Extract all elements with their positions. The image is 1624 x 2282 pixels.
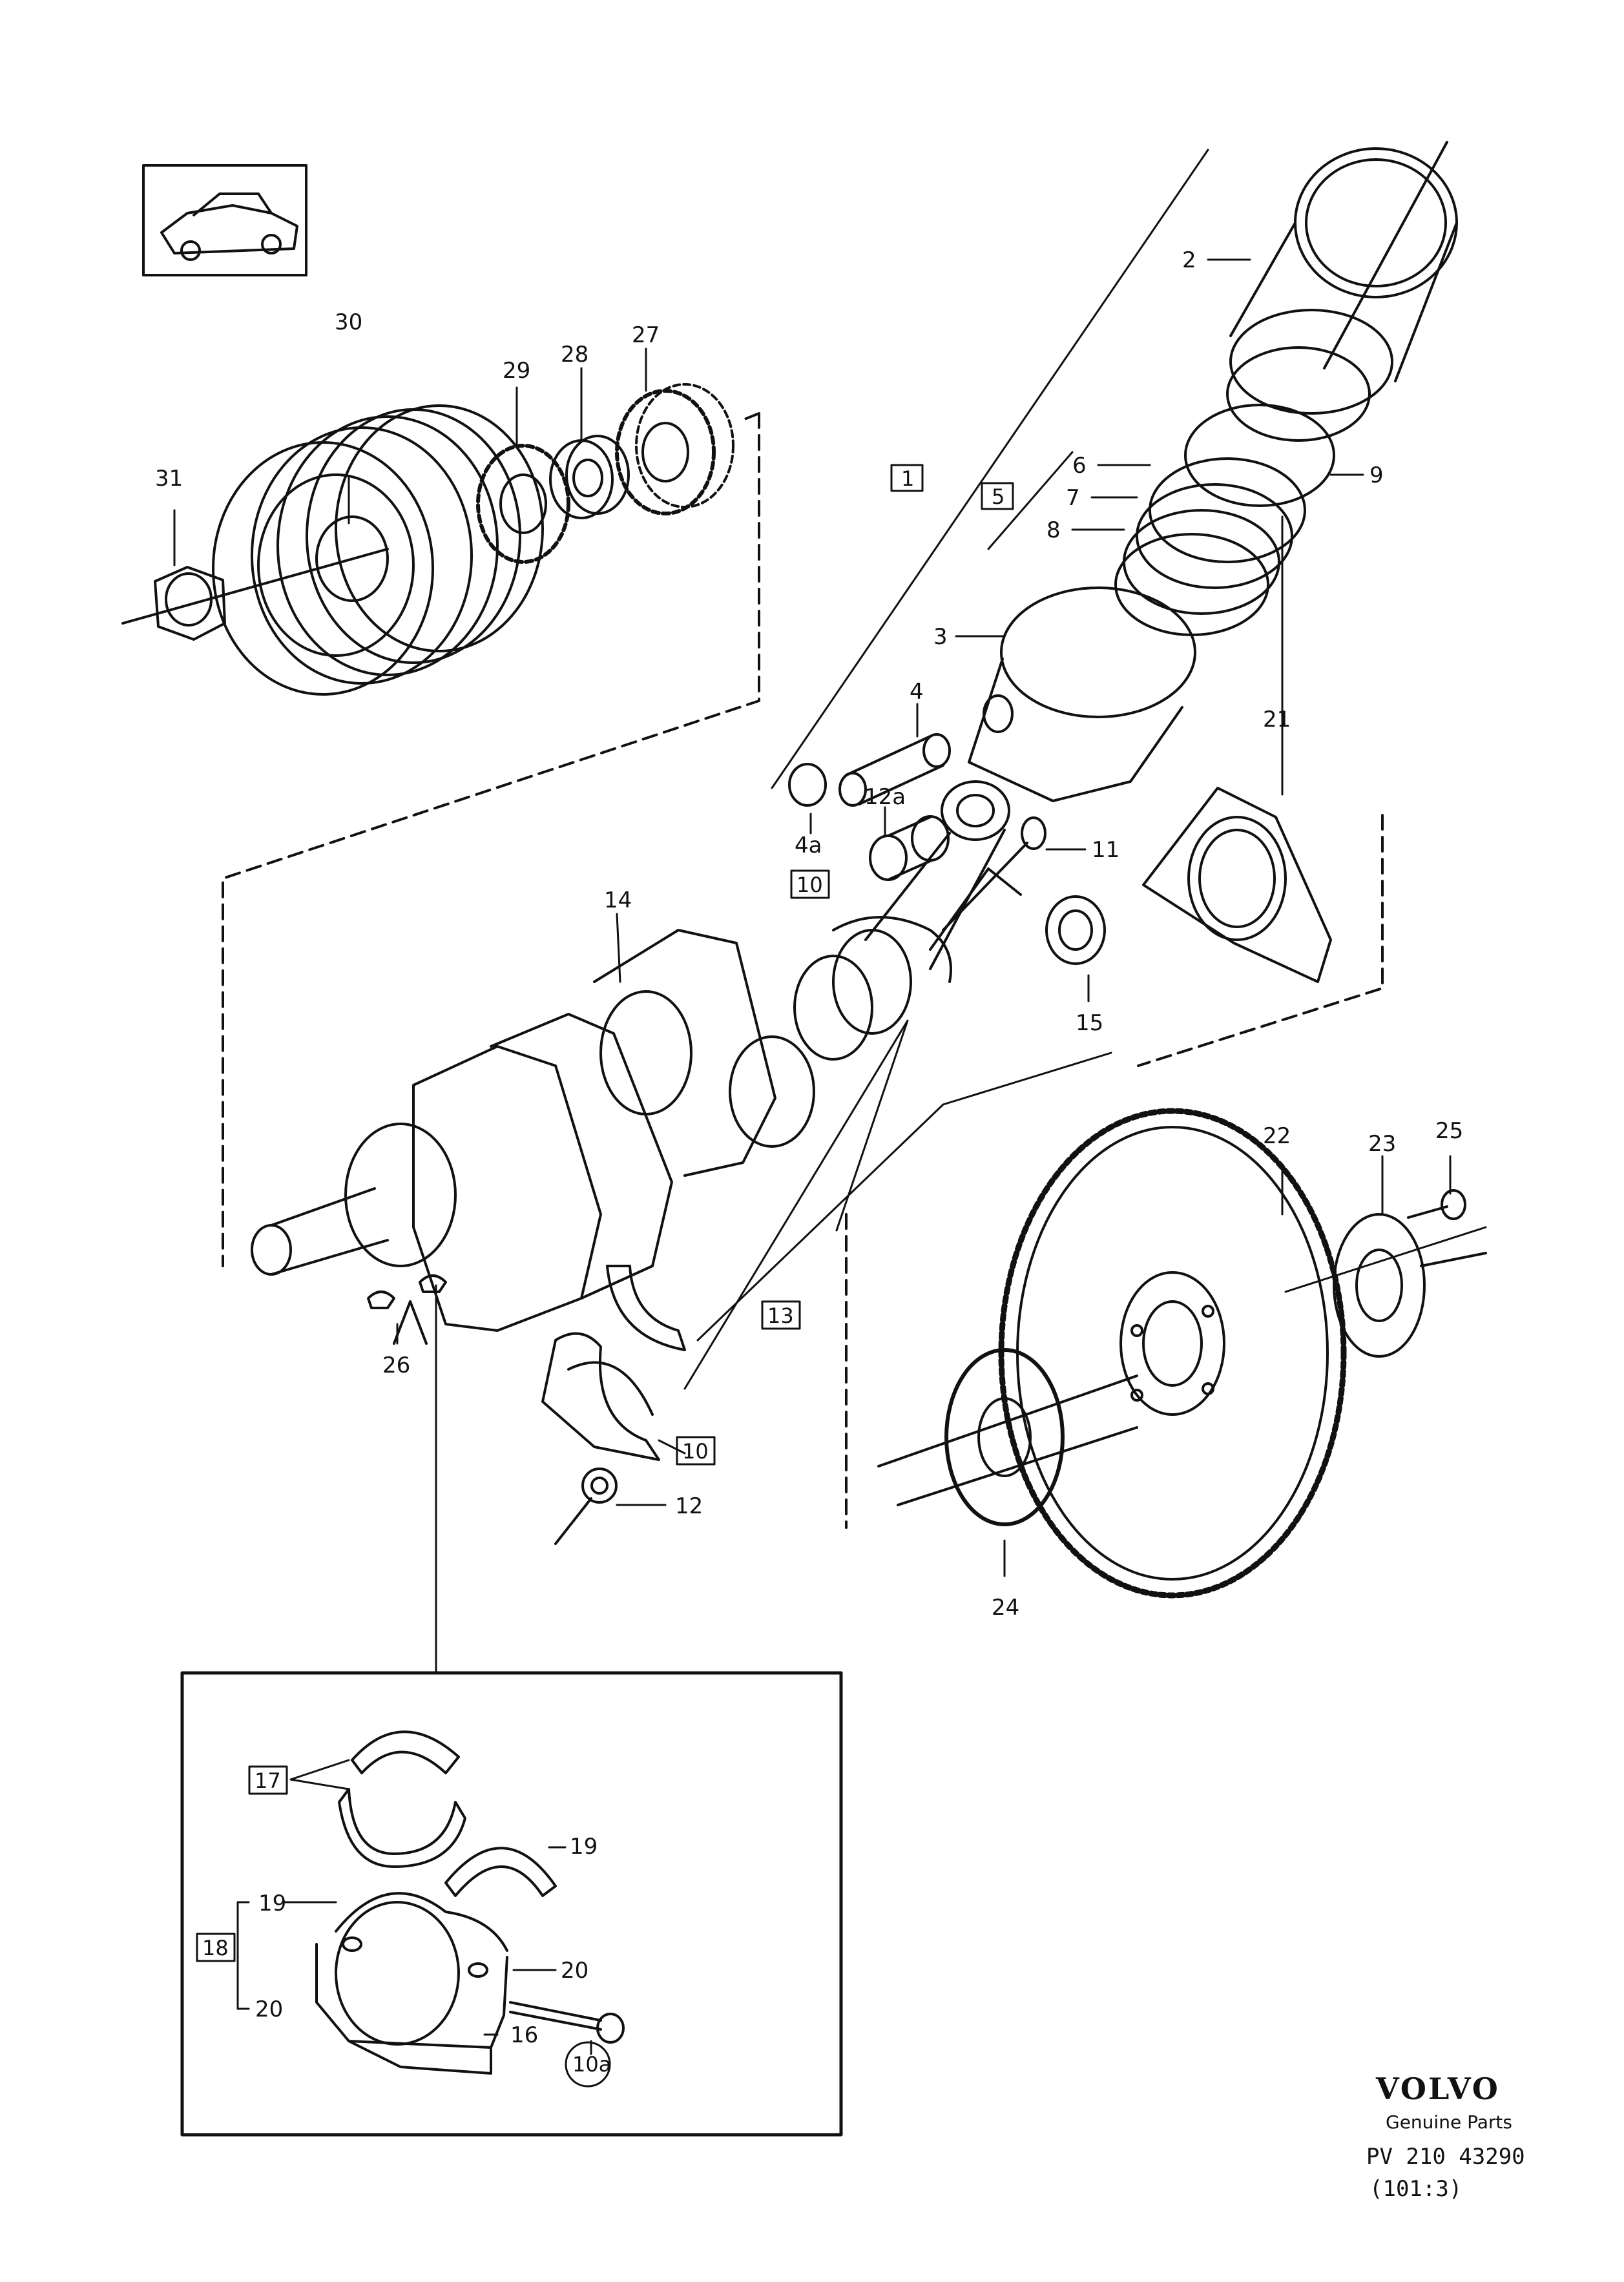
flywheel [998, 1108, 1347, 1599]
piston-rings [1114, 404, 1335, 636]
timing-sprocket-27 [615, 383, 734, 515]
box-18-frame [196, 1933, 236, 1962]
callout-23: 23 [1368, 1131, 1396, 1157]
callout-4a: 4a [795, 833, 822, 858]
callout-20-right: 20 [561, 1958, 588, 1984]
callout-11: 11 [1092, 837, 1119, 863]
brand-tagline: Genuine Parts [1386, 2111, 1512, 2133]
rod-bolt [942, 816, 1046, 931]
main-bearing-shells [338, 1730, 466, 1868]
callout-8: 8 [1046, 517, 1061, 543]
callout-4: 4 [910, 679, 924, 705]
pulley-nut [121, 548, 389, 641]
leader-lines [173, 258, 1452, 2055]
box-10b-frame [676, 1436, 716, 1466]
callout-labels: 2 6 7 8 9 3 4 4a 12a 11 21 14 15 22 23 2… [155, 247, 1463, 2077]
callout-3: 3 [933, 624, 948, 650]
callout-20-left: 20 [255, 1997, 283, 2022]
spacer-28 [549, 435, 630, 519]
callout-15: 15 [1076, 1010, 1103, 1036]
reference-number: PV 210 43290 [1366, 2144, 1525, 2170]
connecting-rod [832, 780, 1022, 983]
callout-24: 24 [992, 1595, 1019, 1621]
rod-nut [554, 1468, 618, 1545]
woodruff-keys [367, 1274, 447, 1345]
reference-code: (101:3) [1369, 2176, 1462, 2202]
box-13-frame [761, 1300, 801, 1330]
callout-9: 9 [1369, 462, 1384, 488]
assembly-lines [435, 149, 1487, 1674]
callout-2: 2 [1182, 247, 1196, 273]
group-18-bracket [236, 1901, 250, 2010]
box-10a-frame [790, 869, 830, 899]
branding-block: VOLVO Genuine Parts PV 210 43290 (101:3) [1366, 2071, 1525, 2202]
piston [968, 586, 1196, 802]
callout-28: 28 [561, 342, 588, 368]
callout-22: 22 [1263, 1123, 1291, 1149]
flywheel-spacer-plate [1333, 1213, 1487, 1358]
callout-7: 7 [1066, 485, 1080, 511]
callout-29: 29 [503, 358, 530, 384]
crankshaft-pulley [212, 404, 544, 696]
crankshaft [251, 929, 912, 1332]
box-5-frame [981, 482, 1014, 510]
flywheel-reinforcing-plate [877, 1348, 1138, 1526]
thrust-washer-upper [444, 1847, 557, 1897]
callout-16: 16 [510, 2022, 538, 2048]
callout-27: 27 [632, 322, 660, 348]
boxed-label-10-lower: 10 [682, 1439, 709, 1464]
boxed-label-10-upper: 10 [796, 873, 823, 897]
callout-19-left: 19 [258, 1891, 286, 1916]
boxed-label-17: 17 [255, 1769, 281, 1793]
vehicle-thumbnail [142, 164, 307, 276]
callout-14: 14 [604, 887, 632, 913]
flywheel-bolt [1407, 1189, 1466, 1220]
callout-25: 25 [1435, 1118, 1463, 1144]
circled-label-10a: 10a [572, 2052, 611, 2077]
callout-21: 21 [1263, 707, 1291, 732]
rod-bearing-cap [541, 1265, 686, 1461]
seal-group-boundary [845, 814, 1384, 1529]
brand-logo: VOLVO [1375, 2071, 1500, 2106]
detail-inset-frame [180, 1671, 843, 2137]
rear-seal-housing [1142, 787, 1332, 983]
boxed-label-13: 13 [767, 1303, 794, 1328]
callout-12: 12 [675, 1493, 703, 1519]
callout-12a: 12a [864, 784, 906, 810]
circle-10a-frame [565, 2041, 611, 2088]
pulley-group-boundary [222, 412, 760, 1267]
boxed-label-1: 1 [901, 466, 914, 491]
callout-19-right: 19 [570, 1834, 598, 1860]
callout-30: 30 [335, 309, 362, 335]
main-bearing-cap-assembly [315, 1892, 625, 2075]
cylinder-liner [1226, 141, 1458, 442]
boxed-label-18: 18 [202, 1936, 229, 1960]
box-17-frame [248, 1765, 288, 1795]
callout-31: 31 [155, 466, 183, 492]
callout-6: 6 [1072, 453, 1087, 479]
callout-26: 26 [382, 1353, 410, 1378]
box-1-frame [890, 464, 924, 492]
timing-sprocket-29 [476, 444, 570, 564]
piston-pin [788, 733, 951, 807]
boxed-label-5: 5 [992, 484, 1005, 509]
pilot-bearing [1045, 895, 1106, 965]
pin-bushing [869, 815, 950, 881]
